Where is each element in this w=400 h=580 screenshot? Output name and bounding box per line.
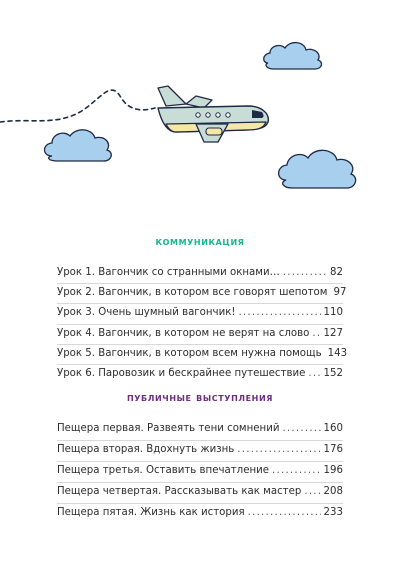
toc-entry[interactable]: Пещера вторая. Вдохнуть жизнь 176 bbox=[57, 441, 343, 462]
toc-entry-label: Пещера четвертая. Рассказывать как масте… bbox=[57, 486, 302, 497]
toc-leader bbox=[248, 507, 321, 518]
toc-entry-page: 233 bbox=[323, 507, 343, 518]
toc-entry-label: Урок 2. Вагончик, в котором все говорят … bbox=[57, 287, 328, 299]
toc-entry-page: 176 bbox=[323, 444, 343, 455]
toc-entry[interactable]: Урок 1. Вагончик со странными окнами… 82 bbox=[57, 264, 343, 285]
toc-entry-label: Пещера третья. Оставить впечатление bbox=[57, 465, 270, 476]
toc-entry-page: 152 bbox=[323, 367, 343, 379]
cloud-icon bbox=[277, 149, 357, 189]
toc-entry-page: 110 bbox=[323, 307, 343, 319]
toc-entry-label: Пещера вторая. Вдохнуть жизнь bbox=[57, 444, 235, 455]
section-title-public-speaking: публичные выступления bbox=[126, 390, 274, 404]
toc-entry-label: Урок 1. Вагончик со странными окнами… bbox=[57, 267, 280, 278]
toc-list-public-speaking: Пещера первая. Развеять тени сомнений 16… bbox=[57, 420, 343, 525]
toc-entry-page: 97 bbox=[333, 287, 347, 299]
toc-entry-page: 208 bbox=[323, 486, 343, 497]
cloud-icon bbox=[43, 129, 112, 162]
toc-entry[interactable]: Урок 5. Вагончик, в котором всем нужна п… bbox=[57, 345, 347, 365]
toc-entry-label: Урок 3. Очень шумный вагончик! bbox=[57, 307, 236, 319]
toc-entry[interactable]: Урок 3. Очень шумный вагончик! 110 bbox=[57, 304, 343, 325]
toc-list-communication: Урок 1. Вагончик со странными окнами… 82… bbox=[57, 264, 347, 385]
toc-entry-page: 82 bbox=[330, 267, 343, 278]
toc-leader bbox=[282, 423, 320, 434]
toc-entry[interactable]: Пещера третья. Оставить впечатление 196 bbox=[57, 462, 343, 483]
toc-entry[interactable]: Урок 2. Вагончик, в котором все говорят … bbox=[57, 284, 347, 305]
toc-leader bbox=[304, 486, 320, 497]
toc-entry[interactable]: Пещера первая. Развеять тени сомнений 16… bbox=[57, 420, 343, 441]
section-title-communication: коммуникация bbox=[155, 234, 245, 248]
toc-leader bbox=[308, 368, 320, 379]
toc-entry[interactable]: Пещера пятая. Жизнь как история 233 bbox=[57, 504, 343, 525]
header-illustration bbox=[0, 41, 357, 189]
toc-entry-label: Урок 5. Вагончик, в котором всем нужна п… bbox=[57, 347, 322, 359]
toc-entry[interactable]: Урок 6. Паровозик и бескрайнее путешеств… bbox=[57, 365, 343, 385]
flight-path bbox=[0, 89, 156, 123]
toc-leader bbox=[312, 328, 320, 339]
toc-entry-label: Пещера первая. Развеять тени сомнений bbox=[57, 423, 280, 434]
toc-leader bbox=[237, 444, 320, 455]
cloud-icon bbox=[263, 41, 323, 70]
toc-entry-label: Пещера пятая. Жизнь как история bbox=[57, 507, 245, 518]
toc-entry-label: Урок 4. Вагончик, в котором не верят на … bbox=[57, 327, 310, 339]
toc-entry-page: 127 bbox=[323, 327, 343, 339]
toc-entry-page: 196 bbox=[323, 465, 343, 476]
toc-entry[interactable]: Пещера четвертая. Рассказывать как масте… bbox=[57, 483, 343, 504]
toc-entry-page: 143 bbox=[327, 347, 348, 359]
toc-entry-page: 160 bbox=[323, 423, 343, 434]
toc-entry[interactable]: Урок 4. Вагончик, в котором не верят на … bbox=[57, 325, 343, 345]
toc-entry-label: Урок 6. Паровозик и бескрайнее путешеств… bbox=[57, 367, 306, 379]
toc-leader bbox=[272, 465, 321, 476]
airplane-icon bbox=[157, 85, 269, 143]
toc-leader bbox=[238, 307, 320, 318]
toc-leader bbox=[283, 267, 327, 278]
